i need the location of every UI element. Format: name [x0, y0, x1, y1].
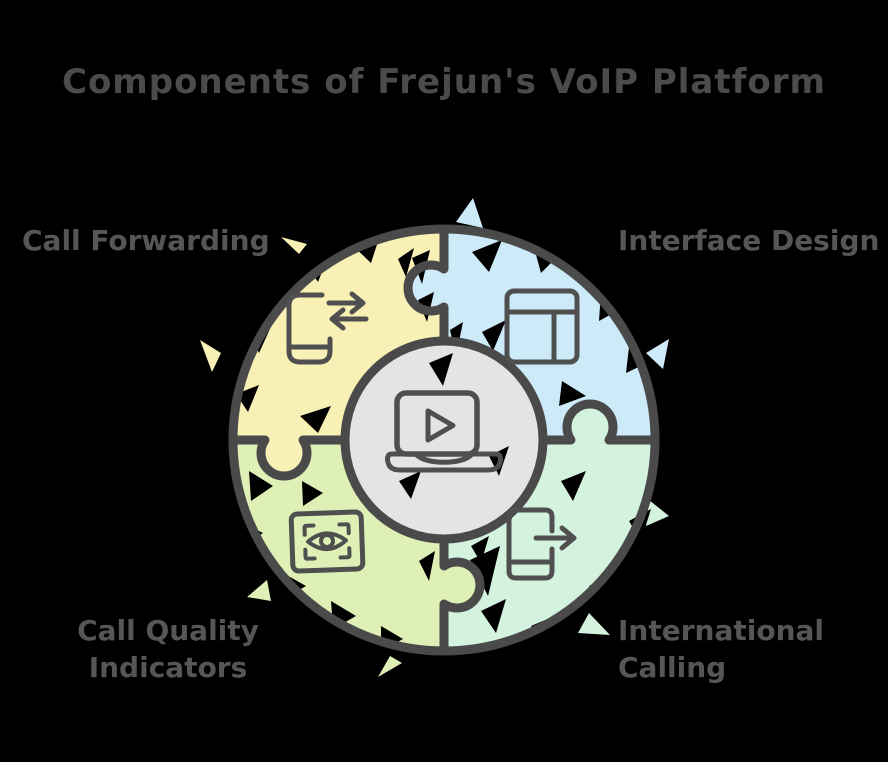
laptop-base: [385, 451, 503, 473]
tab-call-forwarding: [261, 430, 307, 476]
phone-out-icon: [506, 507, 577, 581]
puzzle-outlines: [228, 224, 660, 656]
label-line: Call Quality: [77, 614, 259, 647]
phone-transfer-icon: [286, 291, 369, 365]
window-frame: [504, 288, 580, 365]
divider-right: [538, 399, 660, 445]
laptop-screen: [394, 390, 480, 457]
crease-shards: [236, 226, 651, 651]
texture-shard: [471, 536, 489, 563]
eye-scan-icon: [288, 509, 366, 574]
segment-icons: [286, 288, 580, 581]
page-title: Components of Frejun's VoIP Platform: [62, 62, 826, 102]
arrow-out-head: [559, 525, 577, 551]
texture-shard: [398, 248, 414, 277]
label-line: Call Forwarding: [22, 224, 270, 257]
texture-shard: [646, 500, 669, 526]
texture-shard: [249, 471, 273, 501]
bracket-bottom-left: [303, 547, 317, 561]
texture-shard: [419, 551, 435, 581]
texture-shard: [300, 406, 331, 433]
texture-shard: [303, 249, 331, 282]
divider-bottom: [439, 534, 485, 656]
texture-shard: [472, 240, 502, 272]
texture-shard: [646, 339, 669, 369]
bracket-bottom-right: [338, 546, 352, 560]
eye-pupil: [319, 533, 335, 549]
phone-body: [286, 292, 333, 365]
texture-shard: [281, 237, 307, 254]
texture-shard: [200, 340, 221, 372]
eye-outline: [306, 531, 348, 551]
texture-shard: [561, 471, 586, 501]
segment-label-international-calling: International Calling: [618, 612, 824, 686]
texture-shard: [589, 573, 613, 606]
texture-shard: [482, 320, 506, 351]
label-line: Indicators: [88, 651, 248, 684]
texture-shard: [247, 580, 271, 601]
segment-label-interface-design: Interface Design: [618, 222, 879, 259]
outer-circle: [228, 224, 660, 656]
texture-shard: [559, 381, 586, 406]
arrow-left-head: [329, 307, 346, 331]
bracket-top-left: [302, 523, 316, 537]
phone-body: [506, 507, 555, 581]
outer-paper-shards: [200, 198, 669, 677]
texture-shard: [302, 481, 323, 506]
divider-left: [228, 435, 350, 481]
texture-shard: [456, 198, 483, 228]
tab-call-quality: [434, 562, 480, 608]
bracket-top-right: [337, 522, 351, 536]
center-hub: [340, 336, 548, 544]
segment-label-call-forwarding: Call Forwarding: [22, 222, 270, 259]
window-layout-icon: [504, 288, 580, 365]
tab-international-calling: [567, 404, 613, 450]
label-line: Calling: [618, 651, 727, 684]
segment-label-call-quality: Call Quality Indicators: [58, 612, 278, 686]
texture-shard: [429, 353, 453, 386]
texture-shard: [481, 599, 506, 633]
divider-top: [403, 224, 449, 346]
scan-frame: [288, 509, 366, 574]
play-icon: [425, 408, 456, 443]
texture-shard: [399, 471, 421, 499]
label-line: Interface Design: [618, 224, 880, 257]
arrow-right-head: [349, 291, 366, 315]
laptop-play-icon: [385, 390, 503, 473]
texture-shard: [470, 546, 500, 596]
texture-shard: [578, 613, 610, 635]
label-line: International: [618, 614, 825, 647]
texture-shard: [378, 656, 402, 677]
